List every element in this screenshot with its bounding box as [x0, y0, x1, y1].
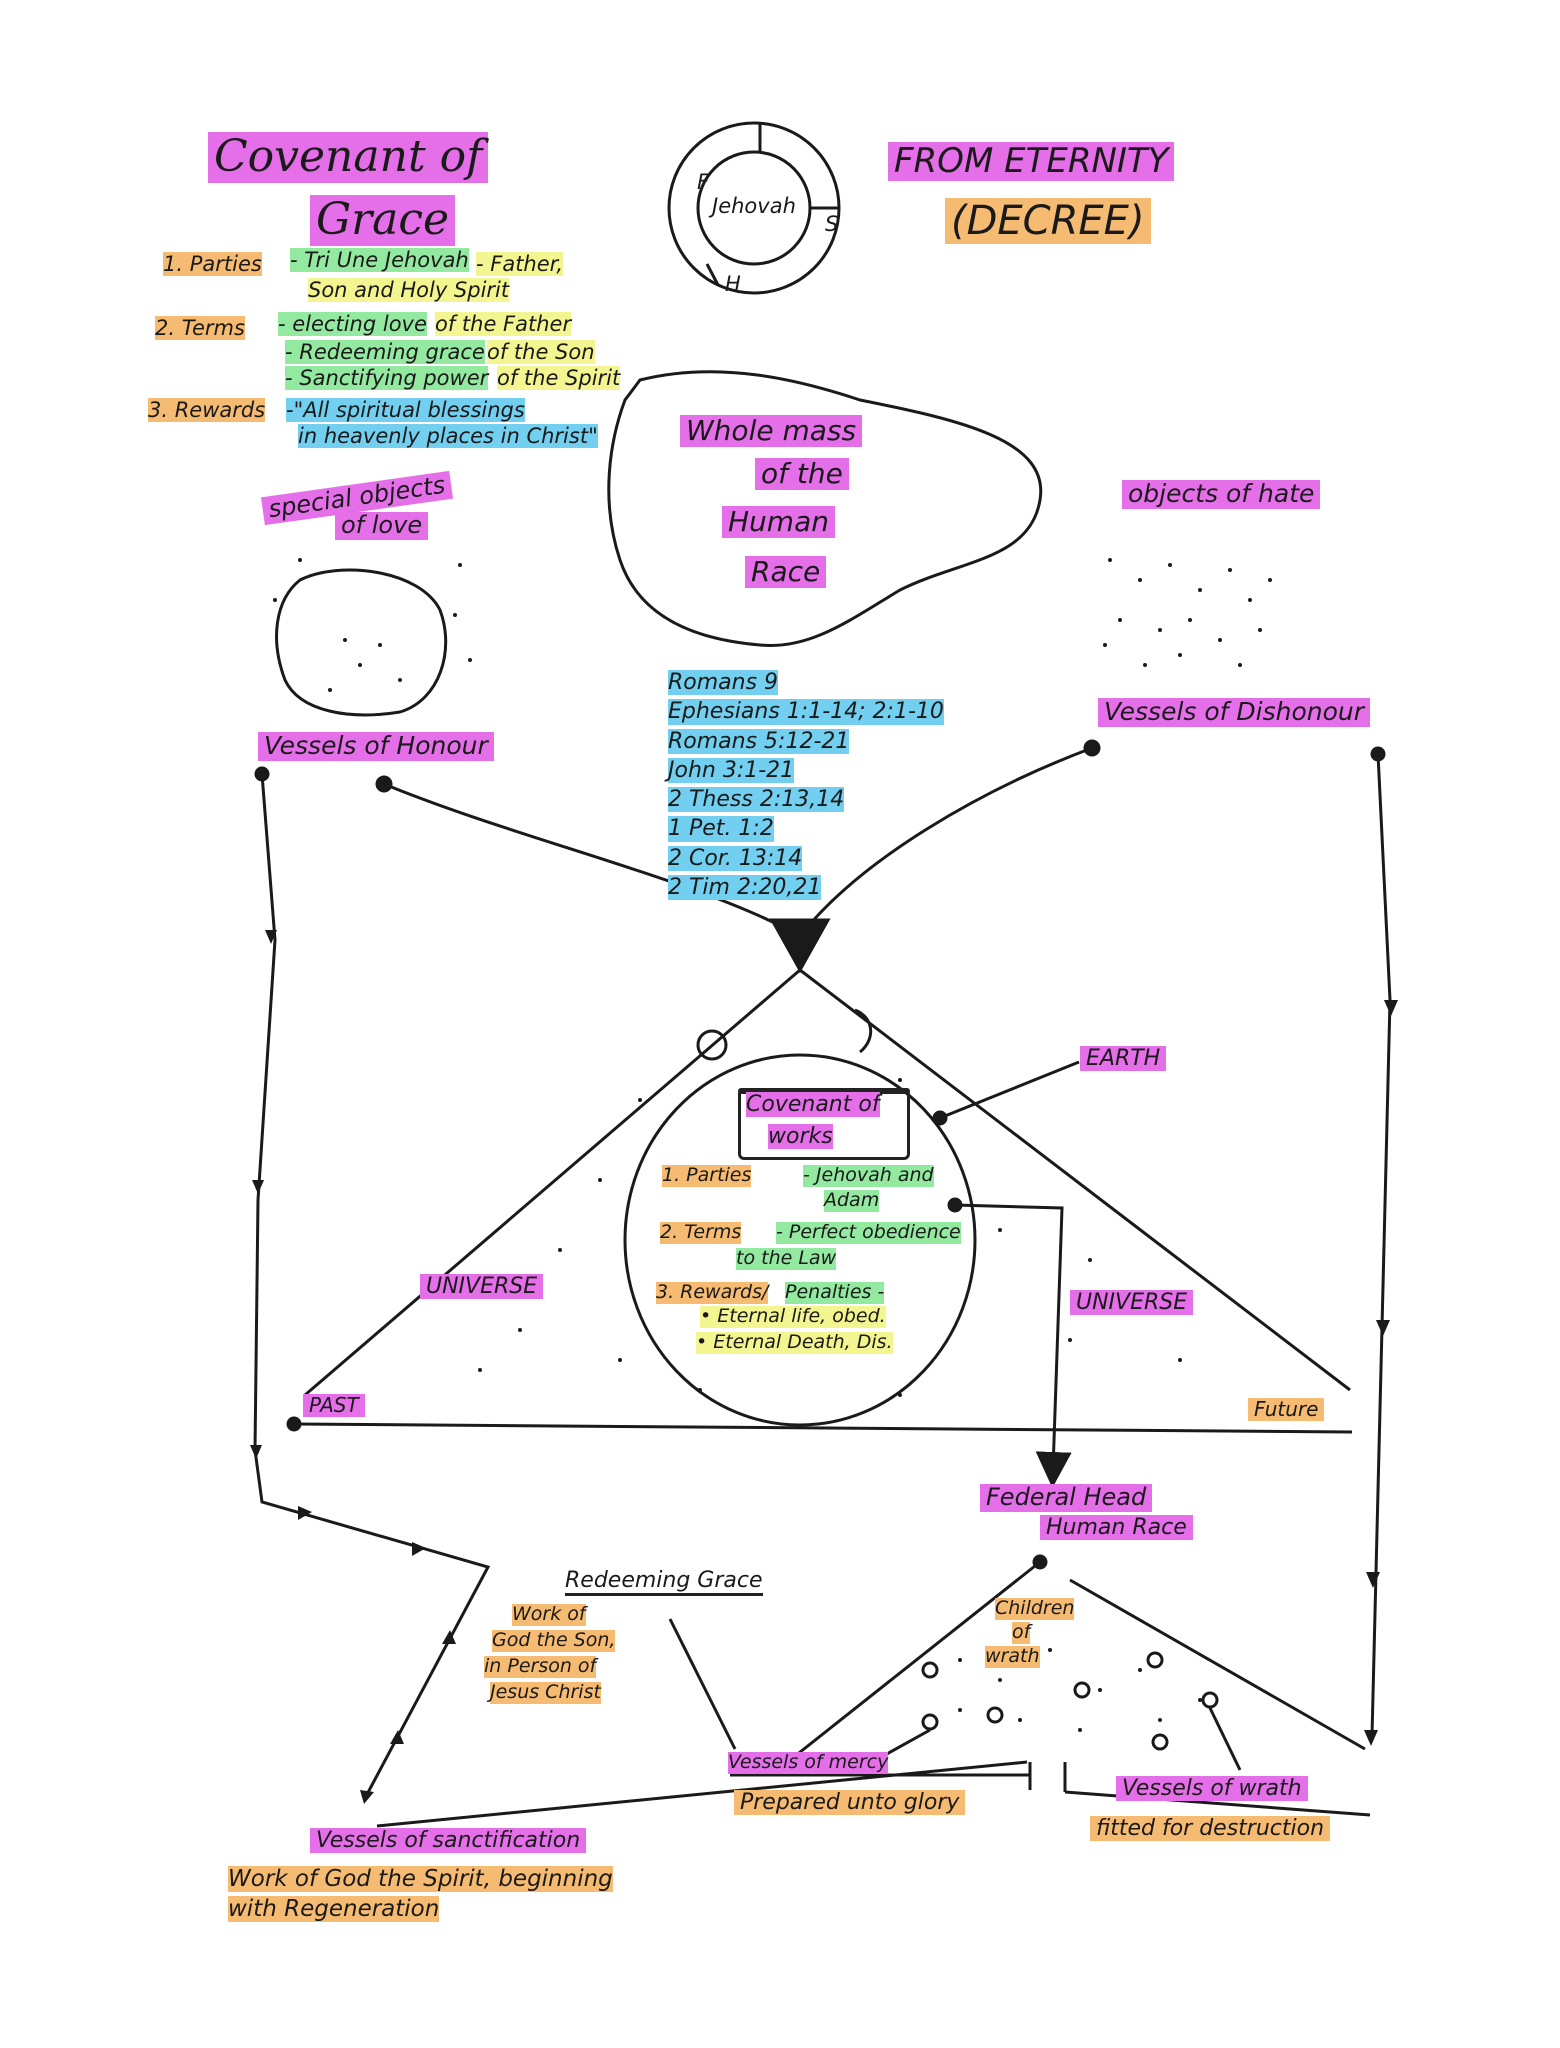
- works-title-1: Covenant of: [746, 1092, 880, 1118]
- works-reward-1: • Eternal life, obed.: [700, 1305, 886, 1328]
- sanctification-desc: Work of God the Spirit, beginning: [228, 1866, 613, 1893]
- earth-circle: [623, 1053, 977, 1427]
- honour-to-apex-line: [383, 782, 801, 938]
- grace-term-3: - Sanctifying power: [285, 366, 489, 391]
- grace-parties-text: - Tri Une Jehovah: [290, 248, 469, 273]
- works-rewards-label: 3. Rewards/: [656, 1281, 769, 1304]
- sun-icon: [696, 1029, 728, 1061]
- reference: Romans 9: [668, 670, 779, 696]
- jehovah-label: Jehovah: [712, 194, 796, 218]
- works-terms-text: to the Law: [736, 1247, 837, 1270]
- grace-parties-text: - Father,: [476, 252, 564, 277]
- prepared-unto-glory: Prepared unto glory: [734, 1790, 966, 1816]
- father-initial: F: [697, 170, 710, 194]
- works-title-box: [738, 1088, 910, 1160]
- grace-term-2: - Redeeming grace: [285, 340, 485, 365]
- children-of-wrath: wrath: [985, 1645, 1040, 1668]
- works-parties-label: 1. Parties: [662, 1164, 752, 1187]
- scripture-references: Romans 9 Ephesians 1:1-14; 2:1-10 Romans…: [668, 670, 944, 904]
- vessels-of-dishonour: Vessels of Dishonour: [1098, 697, 1371, 727]
- works-reward-2: • Eternal Death, Dis.: [696, 1331, 893, 1354]
- works-penalties-label: Penalties -: [785, 1281, 885, 1304]
- vessels-of-wrath: Vessels of wrath: [1116, 1776, 1308, 1802]
- vessels-of-mercy: Vessels of mercy: [728, 1751, 889, 1774]
- redeeming-grace-line: God the Son,: [492, 1629, 616, 1652]
- human-race-line: Human: [722, 505, 835, 539]
- works-terms-text: - Perfect obedience: [776, 1221, 961, 1244]
- love-blob: [275, 568, 448, 717]
- redeeming-grace-line: in Person of: [484, 1655, 597, 1678]
- human-race-label: Human Race: [1040, 1515, 1193, 1541]
- grace-term-1b: of the Father: [435, 312, 572, 337]
- children-triangle: [779, 1560, 1366, 1770]
- past-label: PAST: [303, 1394, 365, 1417]
- human-race-line: Race: [745, 555, 827, 589]
- trinity-circle: [667, 121, 841, 295]
- works-parties-text: Adam: [824, 1189, 880, 1212]
- reference: Romans 5:12-21: [668, 728, 850, 754]
- dishonour-to-apex-line: [798, 746, 1093, 937]
- reference: 1 Pet. 1:2: [668, 816, 774, 842]
- redeeming-grace-title: Redeeming Grace: [565, 1568, 763, 1597]
- federal-head-label: Federal Head: [980, 1483, 1153, 1512]
- children-of-wrath: of: [1012, 1621, 1031, 1644]
- reference: John 3:1-21: [668, 757, 795, 784]
- vessels-of-sanctification: Vessels of sanctification: [310, 1828, 587, 1854]
- human-race-line: of the: [755, 457, 849, 491]
- works-terms-label: 2. Terms: [660, 1221, 742, 1244]
- adam-to-federal-head-line: [954, 1203, 1072, 1488]
- decree-label: (DECREE): [945, 198, 1151, 244]
- covenant-of-grace-title-2: Grace: [310, 194, 456, 246]
- earth-label: EARTH: [1080, 1046, 1167, 1072]
- sanctification-desc: with Regeneration: [228, 1896, 440, 1923]
- grace-rewards-label: 3. Rewards: [148, 398, 266, 423]
- vessels-of-honour: Vessels of Honour: [258, 731, 494, 761]
- reference: 2 Cor. 13:14: [668, 845, 803, 872]
- grace-parties-text: Son and Holy Spirit: [308, 278, 510, 303]
- of-love: of love: [335, 511, 429, 540]
- timeline: [293, 1422, 1353, 1434]
- redeeming-grace-line: Jesus Christ: [490, 1681, 601, 1704]
- holy-initial: H: [725, 272, 741, 296]
- fitted-for-destruction: fitted for destruction: [1090, 1816, 1331, 1842]
- apex-arrowhead: [769, 918, 831, 974]
- grace-rewards-text: -"All spiritual blessings: [286, 398, 525, 423]
- right-path-line: [1370, 753, 1392, 1737]
- moon-icon: [854, 1008, 873, 1054]
- grace-term-2b: of the Son: [487, 340, 595, 365]
- from-eternity: FROM ETERNITY: [888, 141, 1175, 182]
- universe-right-label: UNIVERSE: [1070, 1290, 1194, 1316]
- human-race-blob: [607, 370, 1043, 648]
- grace-terms-label: 2. Terms: [155, 316, 245, 341]
- grace-rewards-text: in heavenly places in Christ": [298, 424, 598, 449]
- grace-parties-label: 1. Parties: [163, 252, 262, 277]
- covenant-of-grace-title-1: Covenant of: [208, 131, 489, 183]
- spirit-initial: S: [825, 212, 839, 236]
- cosmos-triangle: [304, 968, 1351, 1397]
- reference: Ephesians 1:1-14; 2:1-10: [668, 699, 944, 725]
- children-of-wrath: Children: [995, 1597, 1075, 1620]
- redeeming-grace-line: Work of: [512, 1603, 586, 1626]
- human-race-line: Whole mass: [680, 414, 863, 448]
- grace-term-1: - electing love: [278, 312, 427, 337]
- universe-left-label: UNIVERSE: [420, 1274, 544, 1300]
- works-parties-text: - Jehovah and: [803, 1164, 934, 1187]
- grace-term-3b: of the Spirit: [497, 366, 621, 391]
- reference: 2 Tim 2:20,21: [668, 875, 822, 901]
- objects-of-hate: objects of hate: [1122, 479, 1321, 509]
- future-label: Future: [1248, 1398, 1325, 1421]
- works-title-2: works: [768, 1124, 833, 1150]
- children-icons: [921, 1651, 1219, 1751]
- reference: 2 Thess 2:13,14: [668, 787, 845, 813]
- scattered-dots: [273, 558, 1272, 1732]
